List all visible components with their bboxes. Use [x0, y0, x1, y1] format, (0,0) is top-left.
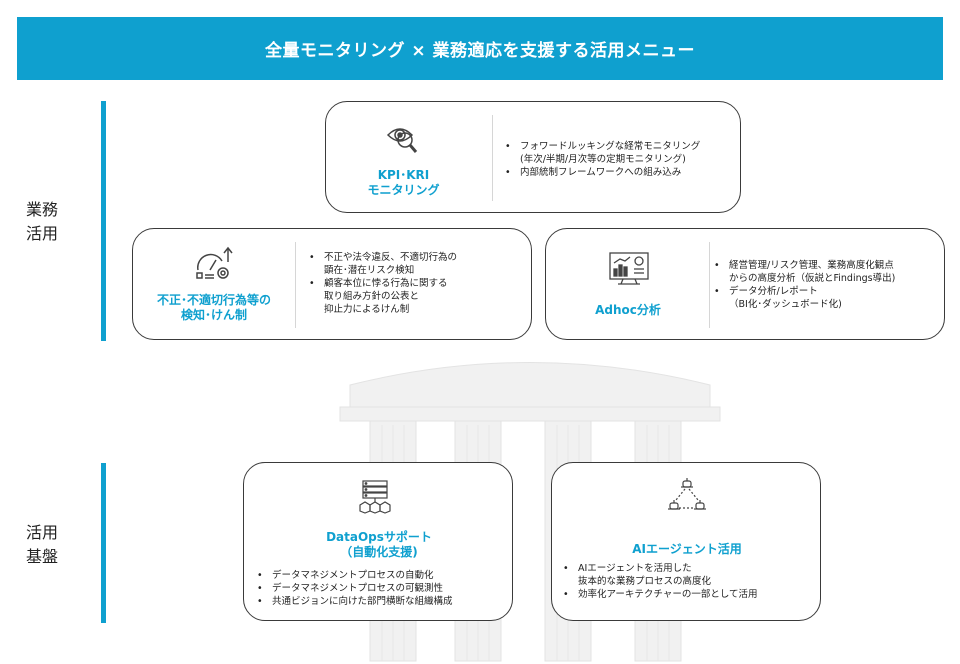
adhoc-name-line1: Adhoc分析: [595, 303, 661, 317]
fraud-detection-card[interactable]: 不正･不適切行為等の 検知･けん制 不正や法令違反、不適切行為の 顕在･潜在リス…: [132, 228, 532, 340]
list-item: 効率化アーキテクチャーの一部として活用: [560, 588, 758, 601]
ai-card-name: AIエージェント活用: [602, 542, 772, 557]
adhoc-analysis-card[interactable]: Adhoc分析 経営管理/リスク管理、業務高度化観点 からの高度分析（仮説とFi…: [545, 228, 945, 340]
foundation-section-bar: [101, 463, 106, 623]
kpi-name-line1: KPI･KRI: [377, 168, 430, 182]
server-cubes-icon: [359, 480, 391, 514]
list-item: データマネジメントプロセスの可観測性: [254, 582, 453, 595]
business-label-line1: 業務: [26, 200, 59, 219]
foundation-label-line1: 活用: [26, 523, 59, 542]
list-item: (年次/半期/月次等の定期モニタリング): [520, 154, 686, 165]
list-item: 内部統制フレームワークへの組み込み: [502, 166, 700, 179]
list-item: 顧客本位に悖る行為に関する: [306, 277, 457, 290]
business-label-line2: 活用: [26, 224, 59, 243]
robot-network-icon: [668, 478, 706, 510]
list-item: （BI化･ダッシュボード化): [729, 299, 842, 310]
list-item: 抑止力によるけん制: [324, 304, 410, 315]
fraud-bullet-list: 不正や法令違反、不適切行為の 顕在･潜在リスク検知 顧客本位に悖る行為に関する …: [306, 251, 457, 316]
fraud-card-name: 不正･不適切行為等の 検知･けん制: [139, 293, 289, 323]
dashboard-chart-icon: [609, 252, 649, 285]
list-item: 顕在･潜在リスク検知: [324, 265, 415, 276]
list-item: 共通ビジョンに向けた部門横断な組織構成: [254, 595, 453, 608]
adhoc-card-divider: [709, 242, 710, 328]
list-item: フォワードルッキングな経常モニタリング: [502, 140, 700, 153]
foundation-section-label: 活用 基盤: [26, 521, 86, 569]
kpi-name-line2: モニタリング: [367, 183, 440, 197]
list-item: データ分析/レポート: [711, 285, 895, 298]
kpi-bullet-list: フォワードルッキングな経常モニタリング (年次/半期/月次等の定期モニタリング)…: [502, 140, 700, 179]
dataops-name-line1: DataOpsサポート: [326, 530, 432, 544]
adhoc-card-name: Adhoc分析: [568, 303, 688, 318]
list-item: 抜本的な業務プロセスの高度化: [578, 576, 712, 587]
dataops-card-name: DataOpsサポート （自動化支援): [294, 530, 464, 560]
list-item: からの高度分析（仮説とFindings導出): [729, 273, 896, 284]
list-item: 取り組み方針の公表と: [324, 291, 420, 302]
list-item: 経営管理/リスク管理、業務高度化観点: [711, 259, 895, 272]
kpi-card-name: KPI･KRI モニタリング: [341, 168, 466, 198]
page-title: 全量モニタリング × 業務適応を支援する活用メニュー: [17, 17, 943, 80]
fraud-name-line1: 不正･不適切行為等の: [156, 293, 271, 307]
business-section-label: 業務 活用: [26, 198, 86, 246]
ai-name-line1: AIエージェント活用: [632, 542, 742, 556]
list-item: 不正や法令違反、不適切行為の: [306, 251, 457, 264]
dataops-name-line2: （自動化支援): [340, 545, 418, 559]
kpi-card-divider: [492, 115, 493, 201]
list-item: データマネジメントプロセスの自動化: [254, 569, 453, 582]
ai-agent-card[interactable]: AIエージェント活用 AIエージェントを活用した 抜本的な業務プロセスの高度化 …: [551, 462, 821, 621]
eye-magnifier-icon: [386, 128, 418, 153]
adhoc-bullet-list: 経営管理/リスク管理、業務高度化観点 からの高度分析（仮説とFindings導出…: [711, 259, 895, 311]
ai-bullet-list: AIエージェントを活用した 抜本的な業務プロセスの高度化 効率化アーキテクチャー…: [560, 562, 758, 601]
fraud-name-line2: 検知･けん制: [180, 308, 247, 322]
fraud-card-divider: [295, 242, 296, 328]
dataops-bullet-list: データマネジメントプロセスの自動化 データマネジメントプロセスの可観測性 共通ビ…: [254, 569, 453, 608]
foundation-label-line2: 基盤: [26, 547, 59, 566]
gauge-gear-icon: [196, 246, 233, 279]
kpi-kri-monitoring-card[interactable]: KPI･KRI モニタリング フォワードルッキングな経常モニタリング (年次/半…: [325, 101, 741, 213]
business-section-bar: [101, 101, 106, 341]
dataops-support-card[interactable]: DataOpsサポート （自動化支援) データマネジメントプロセスの自動化 デー…: [243, 462, 513, 621]
list-item: AIエージェントを活用した: [560, 562, 758, 575]
